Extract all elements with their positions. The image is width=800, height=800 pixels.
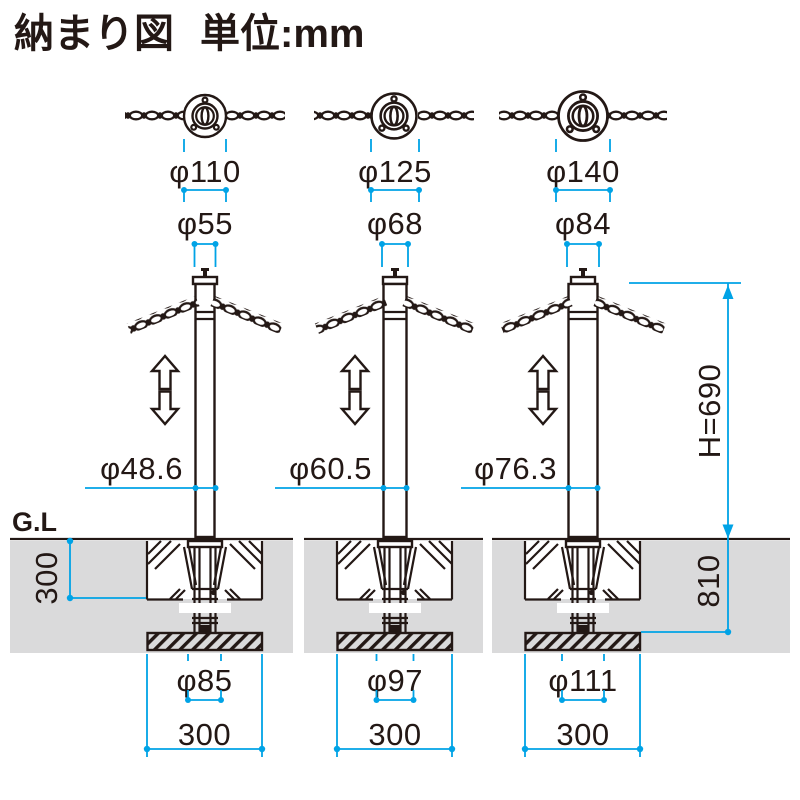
flange-dia-label: φ125 (358, 154, 432, 189)
flange-dia-label: φ110 (169, 154, 241, 189)
post-body (194, 282, 216, 539)
flange-top-view (557, 90, 609, 142)
post-small-elevation: φ48.6 (85, 268, 284, 539)
foundation-width-label: 300 (556, 717, 609, 752)
chain-left (314, 295, 388, 334)
chain-top (418, 110, 474, 122)
lock-pin-icon (203, 270, 207, 279)
flange-top-view (182, 93, 228, 139)
flange-top-view (370, 92, 418, 140)
foundation-dim-line (336, 654, 453, 757)
chain-top (226, 110, 285, 122)
base-plate-dia-label: φ85 (176, 663, 232, 698)
pipe-dia-label: φ60.5 (289, 451, 372, 486)
arrowhead-up-icon (722, 285, 734, 299)
post-large-bottom-dims: φ111 300 (521, 654, 644, 757)
pipe-dia-label: φ48.6 (100, 451, 183, 486)
chain-top (499, 110, 558, 122)
up-down-arrow-icon (340, 354, 370, 426)
height-above-ground-label: H=690 (692, 364, 727, 459)
chain-left (126, 295, 200, 334)
chain-right (402, 295, 476, 334)
chain-left (499, 295, 573, 334)
post-band (195, 310, 215, 321)
base-plate-dia-label: φ97 (367, 663, 423, 698)
flange-dim-line (370, 189, 420, 202)
cap-dim-line (566, 243, 600, 267)
up-down-arrow-icon (150, 354, 180, 426)
foundation-dim-line (524, 654, 641, 757)
depth-dim-line (69, 541, 146, 599)
post-large-elevation: φ76.3 (461, 268, 667, 539)
flange-dim-line (555, 189, 611, 202)
foundation-dim-line (146, 654, 263, 757)
left-dims: G.L 300 (12, 507, 146, 605)
post-medium-top-view: φ125 φ68 (314, 92, 474, 267)
lock-pin-icon (579, 268, 587, 271)
cap-dim-line (193, 243, 217, 267)
up-down-arrow-icon (528, 354, 558, 426)
cap-dia-label: φ55 (177, 206, 233, 241)
post-small-bottom-dims: φ85 300 (143, 654, 266, 757)
below-ground-label: 810 (691, 554, 726, 607)
flange-dim-line (183, 189, 227, 202)
post-medium-elevation: φ60.5 (275, 268, 476, 539)
ground-line-label: G.L (12, 507, 57, 537)
lock-pin-icon (393, 270, 397, 279)
cap-dia-label: φ84 (555, 206, 611, 241)
cap-dim-line (381, 243, 409, 267)
post-large-top-view: φ140 φ84 (499, 90, 667, 267)
chain-top (608, 110, 667, 122)
arrowhead-down-icon (722, 524, 734, 539)
pipe-dia-label: φ76.3 (474, 451, 557, 486)
height-dim-line (629, 282, 741, 633)
flange-dia-label: φ140 (546, 154, 620, 189)
post-band (383, 310, 407, 321)
foundation-large (523, 539, 642, 652)
post-small-top-view: φ110 φ55 (125, 93, 285, 267)
foundation-medium (335, 539, 454, 652)
right-dims: H=690 810 (629, 282, 741, 636)
post-band (568, 310, 598, 321)
chain-top (314, 110, 372, 122)
lock-pin-icon (201, 268, 209, 271)
foundation-width-label: 300 (178, 717, 231, 752)
post-body (567, 282, 599, 539)
foundation-width-label: 300 (368, 717, 421, 752)
post-medium-bottom-dims: φ97 300 (333, 654, 456, 757)
chain-right (210, 295, 284, 334)
lock-pin-icon (391, 268, 399, 271)
foundation-depth-label: 300 (29, 551, 64, 604)
page-title: 納まり図 (14, 12, 174, 56)
base-plate-dia-label: φ111 (548, 663, 617, 698)
chain-right (593, 295, 667, 334)
lock-pin-icon (581, 270, 585, 279)
unit-label: 単位:mm (200, 12, 364, 56)
chain-top (125, 110, 184, 122)
foundation-small (145, 539, 264, 652)
cap-dia-label: φ68 (367, 206, 423, 241)
post-body (382, 282, 408, 539)
